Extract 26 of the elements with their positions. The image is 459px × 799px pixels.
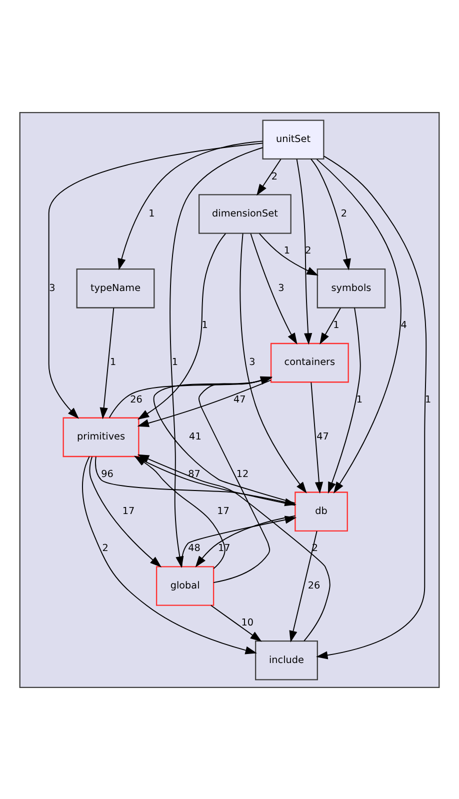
edge-label: 10 xyxy=(241,617,254,628)
edge-label: 4 xyxy=(400,320,407,331)
edge-label: 47 xyxy=(233,394,246,405)
edge-label: 1 xyxy=(356,394,363,405)
edge-label: 17 xyxy=(217,505,230,516)
edge-label: 47 xyxy=(316,431,329,442)
edge-label: 1 xyxy=(110,356,116,368)
edge-label: 1 xyxy=(148,208,155,219)
edge-label: 1 xyxy=(284,245,290,256)
edge-label: 2 xyxy=(102,542,108,554)
edge-label: 96 xyxy=(101,468,114,480)
edge-label: 1 xyxy=(172,356,178,368)
edge-label: 26 xyxy=(130,394,142,405)
edge-label: 17 xyxy=(122,505,135,516)
edge-label: 1 xyxy=(202,320,208,331)
edge-label: 1 xyxy=(333,320,340,331)
edge-label: 3 xyxy=(49,282,56,294)
edge-label: 3 xyxy=(278,282,284,294)
edge-label: 12 xyxy=(236,468,249,480)
edge-label: 48 xyxy=(188,542,200,554)
edge-label: 2 xyxy=(340,208,348,219)
edge-label: 1 xyxy=(424,394,432,405)
edge-label: 2 xyxy=(271,170,278,182)
edge-label: 3 xyxy=(249,356,256,368)
edge-label: 26 xyxy=(308,580,320,591)
edge-label: 41 xyxy=(189,431,202,442)
